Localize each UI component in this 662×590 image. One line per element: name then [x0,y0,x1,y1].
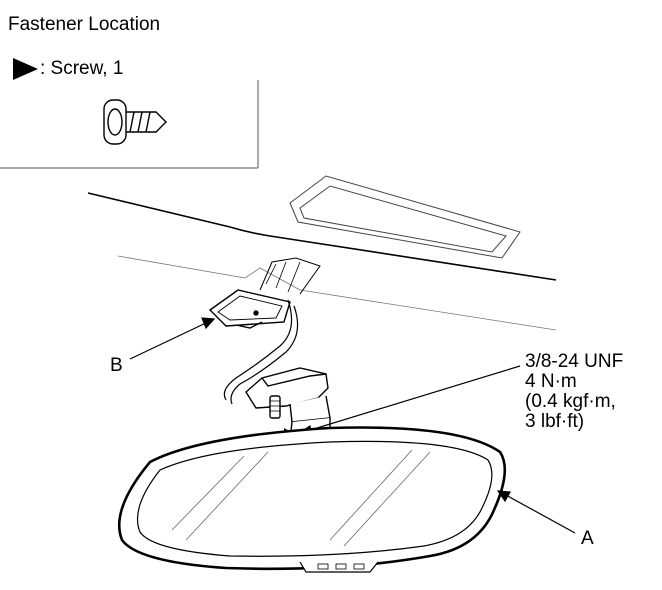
diagram-title: Fastener Location [8,14,161,35]
screw-icon [103,99,167,145]
headliner-lines [117,255,557,331]
sunroof-outline [289,175,521,259]
spec-line-thread: 3/8-24 UNF [525,351,624,372]
screw-marker-icon [13,58,38,80]
mirror-body [117,426,507,573]
roof-lines [87,192,557,281]
legend-label: : Screw, 1 [40,58,124,79]
legend-box [0,80,259,169]
spec-line-torque-kgfm: (0.4 kgf·m, [525,391,616,412]
spec-line-torque-lbfft: 3 lbf·ft) [525,411,585,432]
callout-a-leader [496,490,576,534]
mount-bracket [208,257,321,329]
callout-b-leader [129,317,216,360]
spec-line-torque-nm: 4 N·m [525,371,577,392]
callout-a-label: A [581,528,594,549]
callout-b-label: B [110,355,123,376]
wire-harness [223,299,299,405]
torque-spec: 3/8-24 UNF 4 N·m (0.4 kgf·m, 3 lbf·ft) [525,352,623,432]
mirror-glass-reflections [171,449,431,547]
